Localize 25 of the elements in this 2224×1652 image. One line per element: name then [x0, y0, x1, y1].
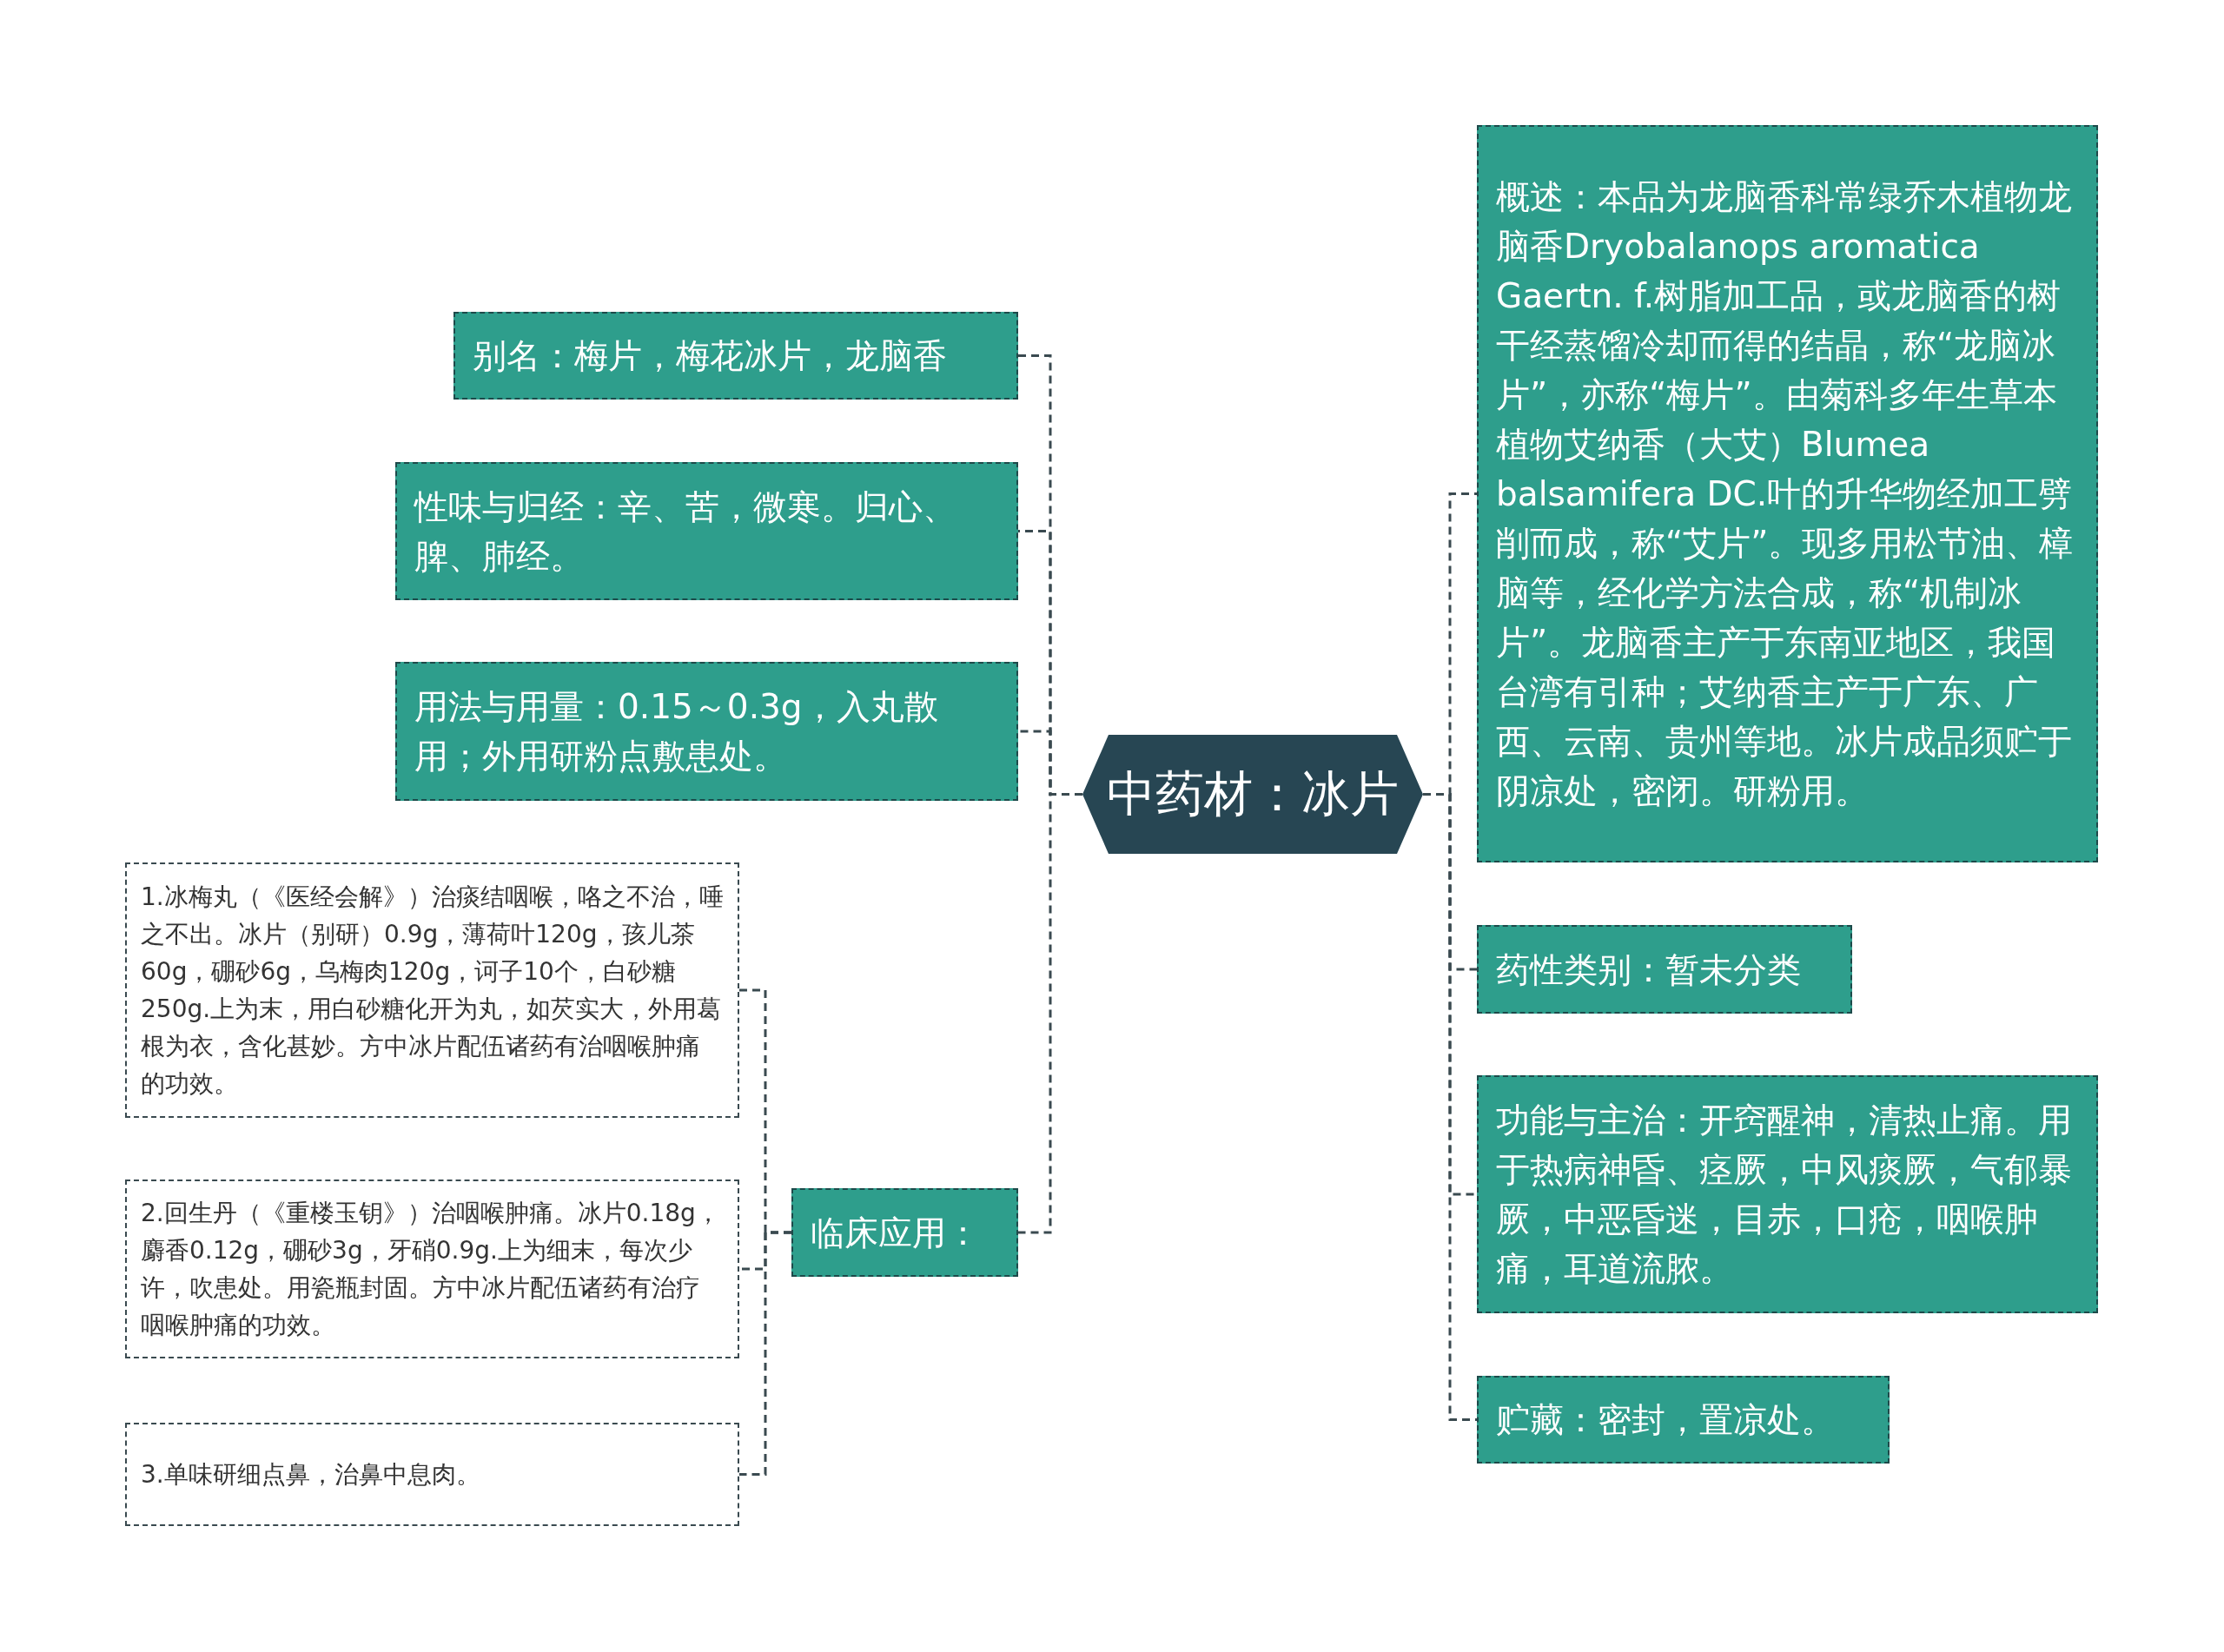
node-text: 3.单味研细点鼻，治鼻中息肉。	[141, 1459, 480, 1490]
node-text: 功能与主治：开窍醒神，清热止痛。用于热病神昏、痉厥，中风痰厥，气郁暴厥，中恶昏迷，目赤，口疮，咽喉肿痛，耳道流脓。	[1496, 1100, 2073, 1290]
node-text: 中药材：冰片	[1107, 763, 1399, 823]
node-text: 2.回生丹（《重楼玉钥》）治咽喉肿痛。冰片0.18g，麝香0.12g，硼砂3g，牙硝0.9g.上为细末，每次少许，吹患处。用瓷瓶封固。方中冰片配伍诸药有治疗咽喉肿痛的功效。	[141, 1198, 721, 1341]
detail-box	[125, 862, 739, 1118]
connector	[739, 1231, 791, 1476]
topic-box	[453, 312, 1018, 400]
topic-box	[1477, 125, 2098, 862]
node-text: 用法与用量：0.15～0.3g，入丸散用；外用研粉点敷患处。	[414, 686, 939, 777]
topic-box	[1477, 925, 1852, 1014]
topic-box	[395, 462, 1018, 600]
topic-box	[1477, 1075, 2098, 1313]
node-text: 药性类别：暂未分类	[1496, 948, 1801, 991]
node-text: 概述：本品为龙脑香科常绿乔木植物龙脑香Dryobalanops aromatica Gaertn. f.树脂加工品，或龙脑香的树干经蒸馏冷却而得的结晶，称“龙脑冰片”，亦称“梅片”。由菊科多年生草本植物艾纳香（大艾）Blumea balsamifera DC.叶的升华物经加工劈削而成，称“艾片”。现多用松节油、樟脑等，经化学方法合成，称“机制冰片”。龙脑香主产于东南亚地区，我国台湾有引种；艾纳香主产于广东、广西、云南、贵州等地。冰片成品须贮于阴凉处，密闭。研粉用。	[1496, 176, 2075, 812]
central-topic-hexagon	[1082, 735, 1423, 854]
node-text: 1.冰梅丸（《医经会解》）治痰结咽喉，咯之不治，唾之不出。冰片（别研）0.9g，薄荷叶120g，孩儿茶60g，硼砂6g，乌梅肉120g，诃子10个，白砂糖250g.上为末，用白砂糖化开为丸，如芡实大，外用葛根为衣，含化甚妙。方中冰片配伍诸药有治咽喉肿痛的功效。	[141, 882, 724, 1100]
topic-box	[791, 1188, 1018, 1277]
topic-box	[395, 662, 1018, 801]
node-text: 性味与归经：辛、苦，微寒。归心、脾、肺经。	[414, 486, 957, 578]
node-text: 临床应用：	[811, 1212, 980, 1254]
topic-box	[1477, 1376, 1890, 1464]
detail-box	[125, 1423, 739, 1526]
detail-box	[125, 1180, 739, 1358]
node-text: 贮藏：密封，置凉处。	[1496, 1399, 1835, 1441]
node-text: 别名：梅片，梅花冰片，龙脑香	[473, 335, 947, 377]
